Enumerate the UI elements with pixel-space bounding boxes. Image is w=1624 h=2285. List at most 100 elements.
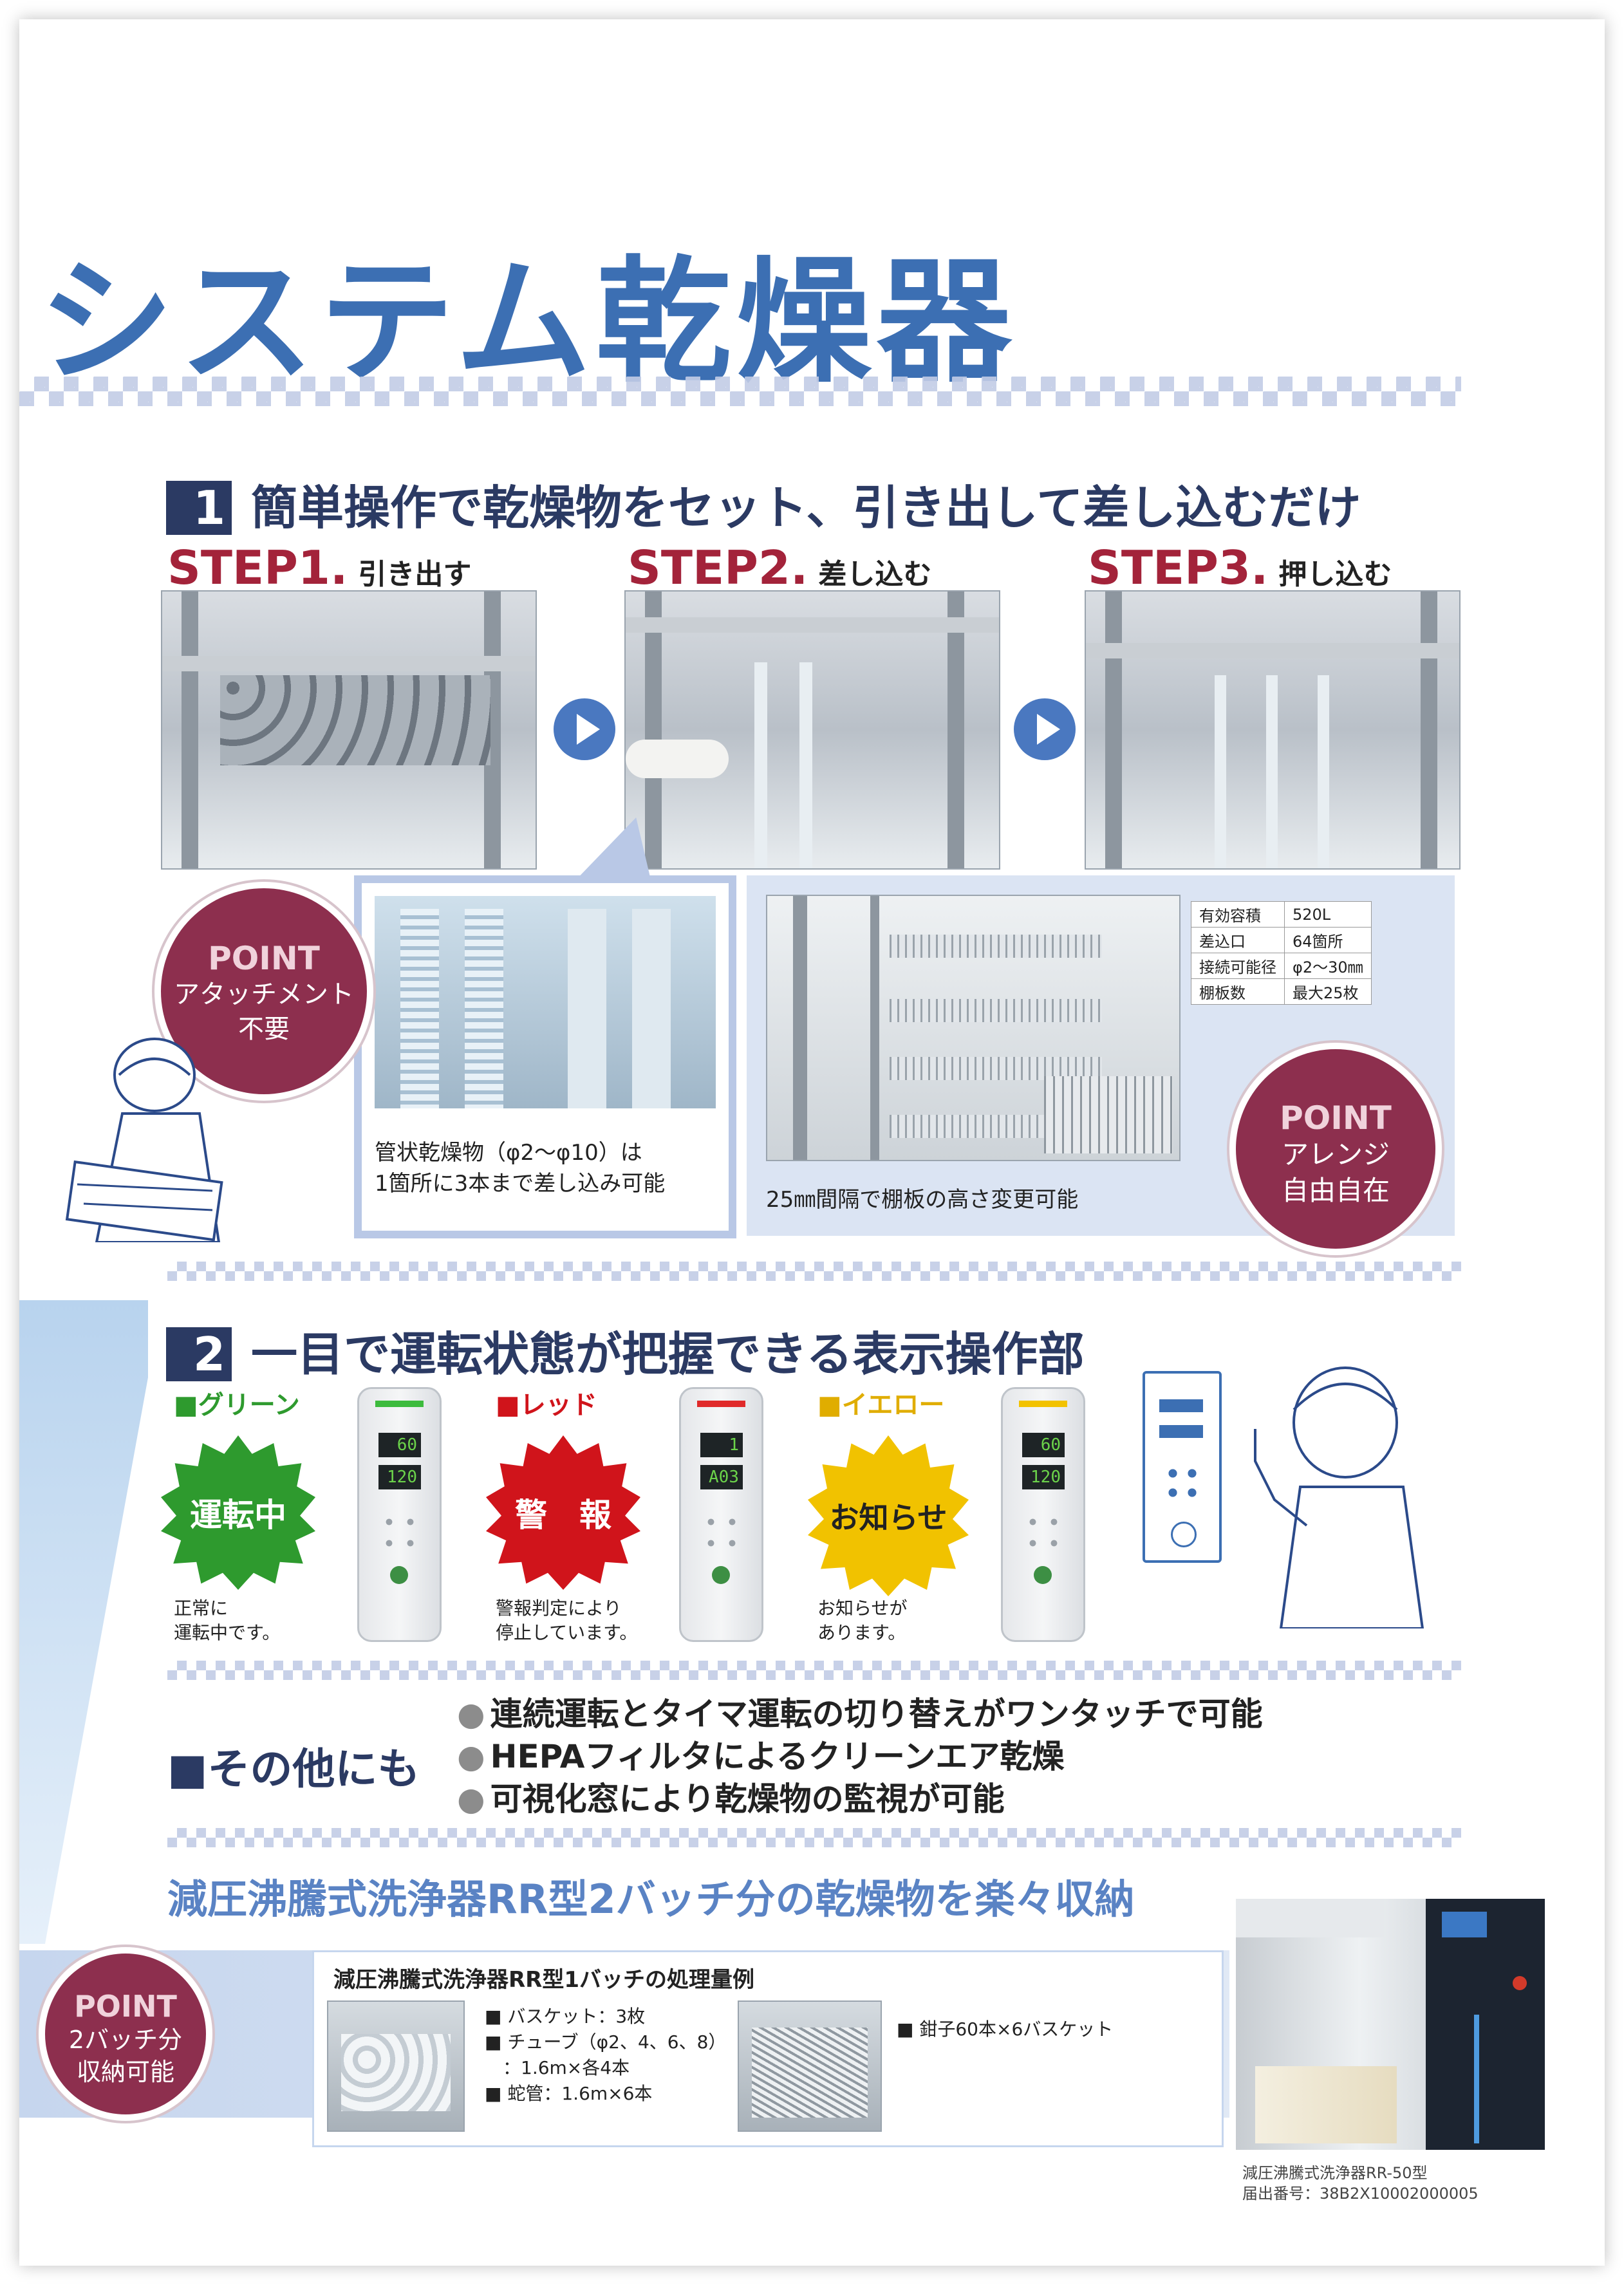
point-line1: 2バッチ分 — [68, 2026, 183, 2054]
controller-yellow: 60 120 — [1001, 1387, 1085, 1642]
others-list: 連続運転とタイマ運転の切り替えがワンタッチで可能 HEPAフィルタによるクリーン… — [457, 1693, 1263, 1820]
checker-divider-4 — [167, 1828, 1461, 1847]
state-green-burst: 運転中 — [161, 1435, 315, 1590]
step-arrow-icon-2 — [1014, 698, 1076, 760]
power-button[interactable] — [1034, 1566, 1052, 1584]
machine-stop-button[interactable] — [1513, 1976, 1527, 1990]
step1-label: STEP1. 引き出す — [167, 541, 471, 595]
callout-caption-line2: 1箇所に3本まで差し込み可能 — [375, 1171, 666, 1197]
machine-caption-line1: 減圧沸騰式洗浄器RR-50型 — [1242, 2164, 1428, 2182]
section2-number: 2 — [180, 1327, 232, 1381]
state-red-desc-line2: 停止しています。 — [496, 1622, 638, 1643]
others-item: 可視化窓により乾燥物の監視が可能 — [457, 1778, 1263, 1820]
machine-bottles — [1255, 2066, 1397, 2143]
point-badge-label: POINT — [1280, 1099, 1392, 1137]
batch-list-2: ■ 鉗子60本×6バスケット — [897, 2017, 1113, 2042]
spec-key: 有効容積 — [1191, 901, 1285, 928]
point-badge-arrange: POINT アレンジ 自由自在 — [1236, 1049, 1435, 1249]
machine-caption-line2: 届出番号：38B2X10002000005 — [1242, 2185, 1479, 2203]
state-green-desc: 正常に 運転中です。 — [174, 1596, 280, 1645]
batch-box-title: 減圧沸騰式洗浄器RR型1バッチの処理量例 — [333, 1967, 755, 1993]
spec-value: 最大25枚 — [1284, 978, 1372, 1005]
lcd-upper: 1 — [700, 1433, 743, 1457]
machine-light-strip — [1474, 2015, 1479, 2143]
machine-lid — [1236, 1899, 1384, 1937]
lcd-lower: 120 — [1022, 1465, 1065, 1489]
lcd-lower: A03 — [700, 1465, 743, 1489]
point-badge-label: POINT — [74, 1989, 177, 2024]
state-yellow-label: ■イエロー — [817, 1390, 945, 1420]
step2-photo — [624, 590, 1000, 870]
section1-number: 1 — [180, 481, 232, 535]
state-red-desc-line1: 警報判定により — [496, 1598, 622, 1619]
state-green-desc-line1: 正常に — [174, 1598, 229, 1619]
button-cluster[interactable] — [700, 1511, 743, 1554]
spec-key: 接続可能径 — [1191, 953, 1285, 979]
step2-title: STEP2. — [628, 541, 808, 595]
step3-sub: 押し込む — [1278, 558, 1392, 591]
step1-photo — [161, 590, 537, 870]
section1-heading-text: 簡単操作で乾燥物をセット、引き出して差し込むだけ — [251, 481, 1361, 535]
state-yellow-desc-line1: お知らせが — [817, 1598, 908, 1619]
callout-caption-line1: 管状乾燥物（φ2～φ10）は — [375, 1140, 642, 1166]
point-line2: 収納可能 — [76, 2058, 174, 2086]
status-led-red — [697, 1401, 745, 1407]
power-button[interactable] — [390, 1566, 408, 1584]
section2-heading: 2 一目で運転状態が把握できる表示操作部 — [180, 1316, 1085, 1384]
others-item: 連続運転とタイマ運転の切り替えがワンタッチで可能 — [457, 1693, 1263, 1735]
spec-value: φ2～30㎜ — [1284, 953, 1372, 979]
page-title: システム乾燥器 — [39, 243, 1017, 401]
section1-heading: 1 簡単操作で乾燥物をセット、引き出して差し込むだけ — [180, 470, 1361, 537]
point-badge-attachment: POINT アタッチメント 不要 — [161, 888, 367, 1094]
section2-heading-text: 一目で運転状態が把握できる表示操作部 — [251, 1327, 1085, 1381]
lcd-upper: 60 — [1022, 1433, 1065, 1457]
status-led-green — [375, 1401, 424, 1407]
lcd-upper: 60 — [378, 1433, 421, 1457]
batch-box: 減圧沸騰式洗浄器RR型1バッチの処理量例 ■ バスケット：3枚 ■ チューブ（φ… — [312, 1950, 1224, 2147]
step2-label: STEP2.差し込む — [628, 541, 931, 595]
state-yellow-desc-line2: あります。 — [817, 1622, 906, 1643]
step1-sub: 引き出す — [358, 558, 472, 591]
spec-key: 差込口 — [1191, 927, 1285, 953]
checker-divider-top — [19, 377, 1461, 406]
state-red-desc: 警報判定により 停止しています。 — [496, 1596, 637, 1645]
checker-divider-2 — [167, 1262, 1461, 1281]
controller-red: 1 A03 — [679, 1387, 763, 1642]
step1-title: STEP1. — [167, 541, 348, 595]
callout-pointer — [574, 817, 675, 882]
section3-heading: 減圧沸騰式洗浄器RR型2バッチ分の乾燥物を楽々収納 — [167, 1876, 1135, 1923]
button-cluster[interactable] — [378, 1511, 421, 1554]
state-red-burst: 警 報 — [486, 1435, 640, 1590]
button-cluster[interactable] — [1022, 1511, 1065, 1554]
machine-caption: 減圧沸騰式洗浄器RR-50型 届出番号：38B2X10002000005 — [1242, 2163, 1479, 2204]
callout-box: 管状乾燥物（φ2～φ10）は 1箇所に3本まで差し込み可能 — [354, 875, 736, 1238]
state-yellow-burst: お知らせ — [808, 1435, 969, 1596]
checker-divider-3 — [167, 1661, 1461, 1680]
power-button[interactable] — [712, 1566, 730, 1584]
spec-value: 64箇所 — [1284, 927, 1372, 953]
machine-display — [1442, 1912, 1487, 1937]
step3-label: STEP3.押し込む — [1088, 541, 1392, 595]
machine-front-panel — [1426, 1899, 1545, 2150]
batch-list-item: ：1.6m×各4本 — [485, 2057, 630, 2078]
left-blue-accent — [19, 1300, 148, 1944]
washer-machine-photo — [1229, 1873, 1564, 2156]
pointing-worker-illustration — [1254, 1366, 1424, 1628]
point-badge-2batch: POINT 2バッチ分 収納可能 — [45, 1954, 206, 2114]
worker-illustration — [65, 1038, 223, 1242]
others-item: HEPAフィルタによるクリーンエア乾燥 — [457, 1735, 1263, 1778]
batch-list-1: ■ バスケット：3枚 ■ チューブ（φ2、4、6、8） ：1.6m×各4本 ■ … — [485, 2004, 726, 2107]
panel-diagram-icon — [1143, 1371, 1222, 1563]
state-red-label: ■レッド — [496, 1390, 597, 1420]
spec-value: 520L — [1284, 901, 1372, 928]
spec-row: 棚板数最大25枚 — [1191, 978, 1372, 1005]
step3-photo — [1085, 590, 1461, 870]
shelf-photo — [766, 895, 1181, 1161]
tube-closeup-photo — [375, 896, 716, 1108]
batch-list-item: ■ 鉗子60本×6バスケット — [897, 2019, 1114, 2040]
point-line1: アタッチメント — [174, 980, 354, 1009]
